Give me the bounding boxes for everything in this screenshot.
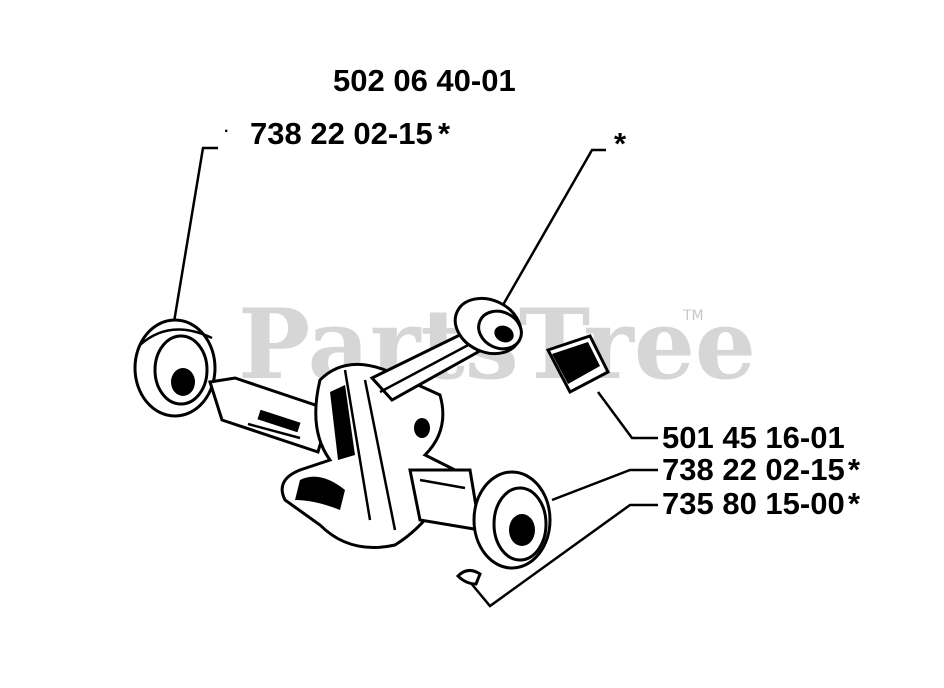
leader-line-1 — [172, 146, 218, 323]
callout-1-part-number: 738 22 02-15 — [250, 116, 433, 151]
left-bearing — [133, 318, 217, 418]
leader-line-2 — [501, 148, 606, 306]
callout-4-part-number: 738 22 02-15 — [662, 452, 845, 487]
leader-line-3 — [596, 391, 658, 440]
callout-1-note: * — [438, 116, 451, 151]
watermark-trademark: TM — [682, 308, 704, 324]
callout-5-note: * — [848, 486, 861, 521]
assembly-part-number: 502 06 40-01 — [333, 63, 516, 98]
callout-5-part-number: 735 80 15-00 — [662, 486, 845, 521]
woodruff-key — [455, 569, 482, 586]
small-end — [453, 296, 523, 356]
leader-line-5 — [469, 503, 658, 608]
leader-line-4 — [551, 468, 658, 502]
connecting-rod — [369, 327, 480, 402]
callout-3-part-number: 501 45 16-01 — [662, 420, 845, 455]
callout-1-prefix: · — [224, 123, 229, 140]
right-bearing — [472, 470, 552, 570]
leader-lines — [172, 146, 658, 608]
crankshaft-right-journal — [408, 468, 482, 532]
callout-2-note: * — [614, 126, 627, 161]
callout-4-note: * — [848, 452, 861, 487]
needle-bearing — [545, 334, 610, 395]
crank-web — [280, 362, 457, 549]
